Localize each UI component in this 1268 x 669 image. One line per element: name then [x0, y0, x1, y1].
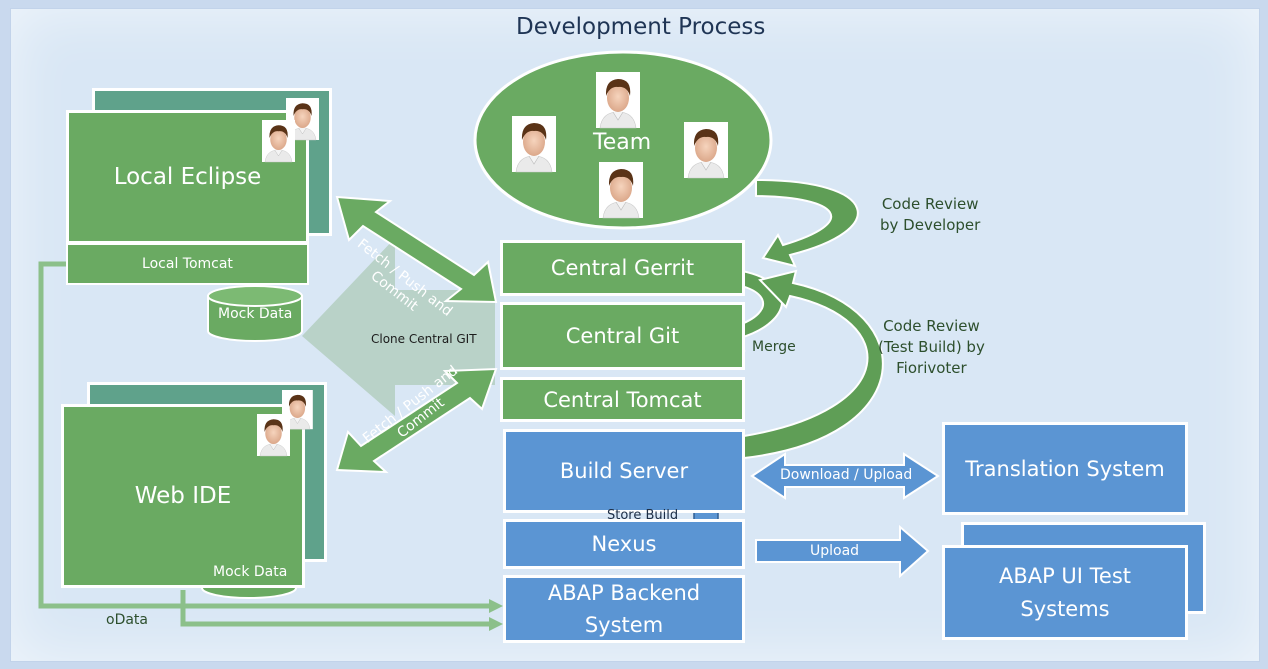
web-ide-title: Web IDE	[134, 483, 232, 509]
webide-avatar-icon	[256, 413, 291, 457]
central-git-box[interactable]: Central Git	[500, 302, 745, 370]
mock-data-webide-label: Mock Data	[213, 564, 288, 580]
merge-label: Merge	[752, 339, 796, 355]
team-ellipse	[473, 50, 773, 230]
local-eclipse-title: Local Eclipse	[113, 164, 262, 190]
odata-line	[38, 261, 490, 609]
abap-ui-line1: ABAP UI Test	[998, 563, 1132, 588]
code-review-developer-line2: by Developer	[880, 216, 981, 234]
nexus-label: Nexus	[591, 532, 657, 556]
mock-data-eclipse-label: Mock Data	[218, 306, 293, 322]
central-tomcat-label: Central Tomcat	[543, 387, 702, 412]
central-git-label: Central Git	[565, 324, 680, 348]
download-upload-label: Download / Upload	[780, 467, 913, 483]
abap-backend-box[interactable]: ABAP Backend System	[503, 575, 745, 643]
abap-backend-line1: ABAP Backend	[547, 581, 701, 605]
mock-data-arrowhead	[489, 617, 503, 631]
code-review-build-line2: (Test Build) by	[878, 338, 985, 356]
nexus-box[interactable]: Nexus	[503, 519, 745, 569]
central-tomcat-box[interactable]: Central Tomcat	[500, 377, 745, 422]
mock-data-cylinder-eclipse	[207, 285, 303, 342]
odata-label: oData	[106, 612, 148, 628]
mock-data-line	[180, 590, 490, 627]
local-tomcat-box[interactable]: Local Tomcat	[66, 243, 309, 285]
build-server-label: Build Server	[559, 459, 689, 483]
translation-system-label: Translation System	[965, 456, 1165, 481]
abap-ui-line2: Systems	[1020, 596, 1110, 621]
code-review-developer-line1: Code Review	[881, 195, 979, 213]
local-tomcat-label: Local Tomcat	[142, 256, 233, 272]
upload-label: Upload	[810, 543, 860, 559]
code-review-developer-note: Code Review by Developer	[880, 194, 980, 236]
store-build-label: Store Build	[607, 508, 679, 523]
team-label: Team	[593, 130, 652, 155]
central-gerrit-box[interactable]: Central Gerrit	[500, 240, 745, 296]
code-review-developer-curve	[755, 178, 859, 268]
page-title: Development Process	[516, 14, 766, 40]
odata-arrowhead	[489, 599, 503, 613]
abap-backend-line2: System	[584, 613, 664, 637]
clone-central-git-label: Clone Central GIT	[371, 332, 477, 346]
abap-ui-test-box[interactable]: ABAP UI Test Systems	[942, 545, 1188, 640]
build-server-box[interactable]: Build Server	[503, 429, 745, 513]
central-gerrit-label: Central Gerrit	[550, 256, 695, 280]
eclipse-avatar-icon	[261, 119, 296, 163]
code-review-build-line3: Fiorivoter	[896, 359, 967, 377]
fetch-push-arrow-top	[335, 195, 498, 304]
translation-system-box[interactable]: Translation System	[942, 422, 1188, 515]
code-review-build-note: Code Review (Test Build) by Fiorivoter	[878, 316, 985, 379]
code-review-build-line1: Code Review	[883, 317, 980, 335]
download-upload-arrow	[750, 452, 940, 500]
code-review-build-curve	[743, 269, 884, 460]
fetch-push-arrow-bottom	[335, 367, 498, 474]
upload-arrow	[755, 524, 930, 579]
